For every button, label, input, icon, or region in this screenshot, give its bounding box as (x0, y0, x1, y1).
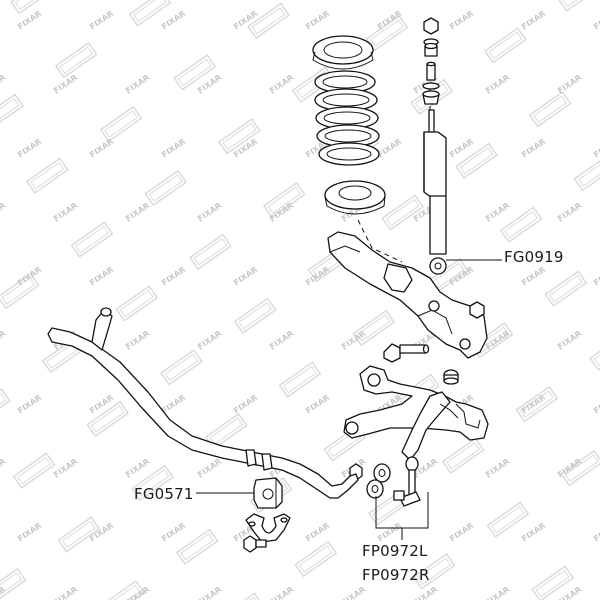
bracket-bolt (243, 535, 267, 553)
callout-stabilizer-link-left: FP0972L (362, 542, 428, 560)
upper-spring-seat (312, 35, 374, 70)
shock-mount-hardware (422, 17, 440, 105)
stabilizer-bushing (253, 477, 283, 509)
assembly-guide-spring (357, 219, 403, 263)
link-bushings (366, 463, 391, 499)
watermark-word: FIXAR (0, 585, 7, 600)
stabilizer-bar (47, 307, 359, 499)
callout-stabilizer-link-right: FP0972R (362, 566, 430, 584)
arm-nut (469, 301, 485, 319)
callout-stabilizer-bushing: FG0571 (134, 485, 194, 503)
callout-shock-absorber: FG0919 (504, 248, 564, 266)
shock-absorber (423, 109, 447, 275)
lower-control-arm (343, 365, 489, 461)
bushing-cap (443, 369, 459, 385)
bushing-bracket (245, 513, 291, 543)
stabilizer-link (393, 456, 421, 507)
coil-spring (314, 70, 380, 166)
pivot-bolt (383, 343, 430, 363)
lower-spring-seat (324, 180, 386, 215)
trailing-arm (327, 231, 488, 359)
